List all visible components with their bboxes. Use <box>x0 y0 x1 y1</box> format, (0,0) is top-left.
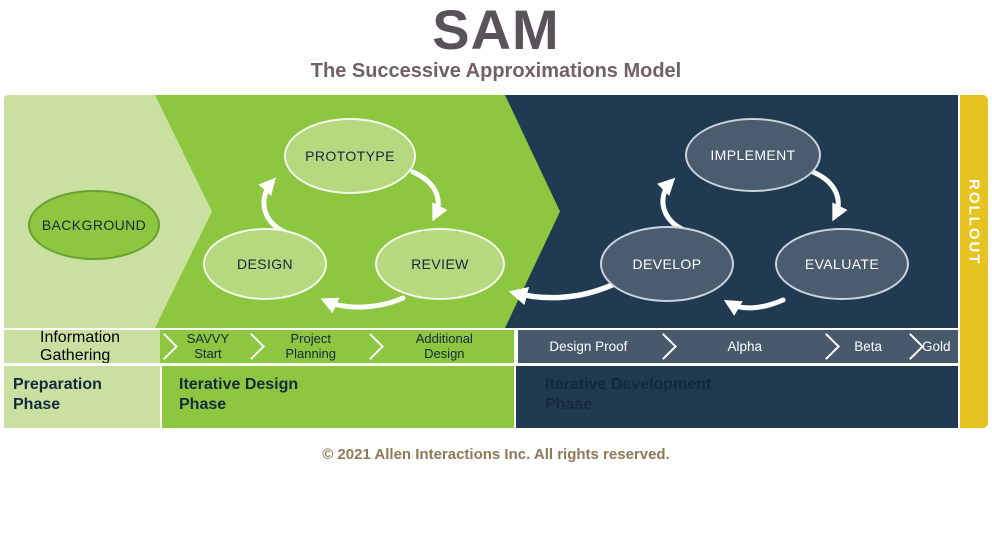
arrow-implement-to-evaluate <box>810 169 848 222</box>
timeline-step-information-gathering: Information Gathering <box>4 330 160 363</box>
arrow-develop-to-implement <box>657 177 687 233</box>
timeline-step-alpha: Alpha <box>727 338 763 354</box>
node-background: BACKGROUND <box>28 190 160 260</box>
copyright-notice: © 2021 Allen Interactions Inc. All right… <box>322 446 670 463</box>
diagram-canvas: BACKGROUND PROTOTYPE DESIGN REVIEW IMPLE… <box>4 95 988 428</box>
phase-label-iterative-design: Iterative Design Phase <box>162 366 514 428</box>
rollout-bar: ROLLOUT <box>960 95 988 428</box>
node-evaluate: EVALUATE <box>775 228 909 300</box>
arrow-prototype-to-review <box>410 169 448 222</box>
arrow-evaluate-to-develop <box>723 297 786 316</box>
timeline-development-strip: Design Proof Alpha Beta Gold <box>518 330 958 363</box>
main-diagram-row: BACKGROUND PROTOTYPE DESIGN REVIEW IMPLE… <box>4 95 958 328</box>
timeline-step-project-planning: Project Planning <box>285 330 337 361</box>
arrow-review-to-design <box>320 295 406 314</box>
phase-label-iterative-development: Iterative Development Phase <box>516 366 958 428</box>
node-implement: IMPLEMENT <box>685 118 821 192</box>
timeline-step-design-proof: Design Proof <box>549 338 628 354</box>
page-subtitle: The Successive Approximations Model <box>310 60 682 82</box>
arrow-design-to-prototype <box>258 177 288 235</box>
cycle-arrows <box>258 169 848 316</box>
header: SAM The Successive Approximations Model <box>0 0 992 83</box>
timeline-step-beta: Beta <box>854 338 883 354</box>
timeline-step-gold: Gold <box>922 338 951 354</box>
timeline-step-savvy-start: SAVVY Start <box>186 330 230 361</box>
phase-label-row: Preparation Phase Iterative Design Phase… <box>4 366 958 428</box>
arrow-development-to-review <box>508 282 615 306</box>
node-design: DESIGN <box>203 228 327 300</box>
timeline-strip: Information Gathering SAVVY Start Projec… <box>4 330 958 363</box>
node-develop: DEVELOP <box>600 226 734 302</box>
timeline-step-additional-design: Additional Design <box>415 330 473 361</box>
phase-label-preparation: Preparation Phase <box>4 366 160 428</box>
node-review: REVIEW <box>375 228 505 300</box>
node-prototype: PROTOTYPE <box>284 118 416 194</box>
rollout-label: ROLLOUT <box>965 179 983 266</box>
timeline-design-strip: SAVVY Start Project Planning Additional … <box>160 330 514 363</box>
page-title: SAM <box>432 0 560 61</box>
